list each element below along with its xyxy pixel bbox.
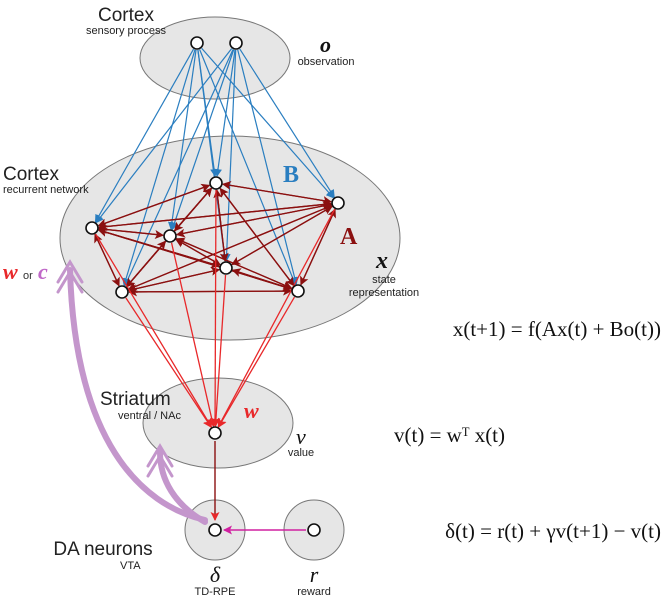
recurrent-arrow <box>127 287 292 297</box>
recurrent-arrow <box>94 233 120 286</box>
state-node <box>85 221 99 235</box>
input-arrow <box>170 49 235 231</box>
input-arrow <box>214 49 236 178</box>
equation-state-update: x(t+1) = f(Ax(t) + Bo(t)) <box>453 317 661 341</box>
input-arrow <box>94 48 195 223</box>
recurrent-arrow <box>128 266 221 292</box>
plasticity-or-label: or <box>23 270 33 282</box>
readout-w-label: w <box>244 398 259 423</box>
cortex-sensory-title: Cortex <box>98 5 154 26</box>
value-node <box>208 426 222 440</box>
recurrent-arrow <box>231 268 292 290</box>
cortex-recurrent-title: Cortex <box>3 164 59 185</box>
recurrent-arrow <box>97 225 164 236</box>
recurrent-arrow <box>97 203 332 231</box>
value-symbol: v <box>296 424 306 449</box>
plasticity-c-label: c <box>38 259 48 284</box>
state-label-line2: representation <box>349 287 419 299</box>
input-arrow <box>124 49 234 287</box>
recurrent-arrow <box>128 204 333 290</box>
matrix-B-label: B <box>283 162 299 188</box>
recurrent-arrow <box>219 187 295 286</box>
input-connections <box>94 47 335 287</box>
plasticity-w-label: w <box>3 259 18 284</box>
observation-node <box>229 36 243 50</box>
reward-node <box>307 523 321 537</box>
readout-arrow <box>211 274 227 428</box>
recurrent-arrow <box>221 180 332 203</box>
reward-label: reward <box>297 586 331 598</box>
observation-symbol: o <box>320 32 331 57</box>
input-arrow <box>201 47 335 199</box>
readout-connections <box>95 189 336 428</box>
region-cortex-recurrent <box>59 135 401 341</box>
recurrent-arrow <box>231 205 333 266</box>
striatum-subtitle: ventral / NAc <box>118 410 181 422</box>
readout-arrow <box>210 189 220 428</box>
readout-arrow <box>125 297 212 428</box>
recurrent-arrow <box>213 188 226 262</box>
input-arrow <box>95 48 233 224</box>
readout-arrow <box>217 208 336 428</box>
state-node <box>291 284 305 298</box>
state-node <box>115 285 129 299</box>
equation-td-error: δ(t) = r(t) + γv(t+1) − v(t) <box>445 519 661 543</box>
input-arrow <box>239 48 335 198</box>
input-arrow <box>122 49 196 287</box>
striatum-title: Striatum <box>100 389 171 410</box>
da-neurons-title: DA neurons <box>53 539 152 560</box>
state-node <box>219 261 233 275</box>
state-node <box>209 176 223 190</box>
tdrpe-symbol: δ <box>210 562 221 587</box>
value-label: value <box>288 447 314 459</box>
input-arrow <box>237 49 299 286</box>
input-arrow <box>222 49 237 263</box>
matrix-A-label: A <box>340 224 358 250</box>
cortex-recurrent-subtitle: recurrent network <box>3 184 89 196</box>
plasticity-arrows <box>56 259 208 525</box>
recurrent-arrow <box>175 237 292 289</box>
tdrpe-label: TD-RPE <box>195 586 236 598</box>
readout-arrow <box>217 296 296 428</box>
da-neurons-subtitle: VTA <box>120 560 141 572</box>
recurrent-arrow <box>300 208 336 285</box>
reward-symbol: r <box>310 562 319 587</box>
state-symbol: x <box>375 248 388 274</box>
state-label-line1: state <box>372 274 396 286</box>
observation-node <box>190 36 204 50</box>
state-node <box>331 196 345 210</box>
state-node <box>163 229 177 243</box>
readout-arrow <box>170 242 217 428</box>
equation-value: v(t) = wᵀ x(t) <box>394 423 505 447</box>
cortex-sensory-subtitle: sensory process <box>86 25 167 37</box>
readout-arrow <box>95 233 212 428</box>
recurrent-connections <box>94 180 336 297</box>
observation-label: observation <box>298 56 355 68</box>
da-node <box>208 523 222 537</box>
input-arrow <box>167 49 197 231</box>
recurrent-arrow <box>176 201 333 236</box>
recurrent-arrow <box>97 184 210 228</box>
network-nodes <box>85 36 345 537</box>
